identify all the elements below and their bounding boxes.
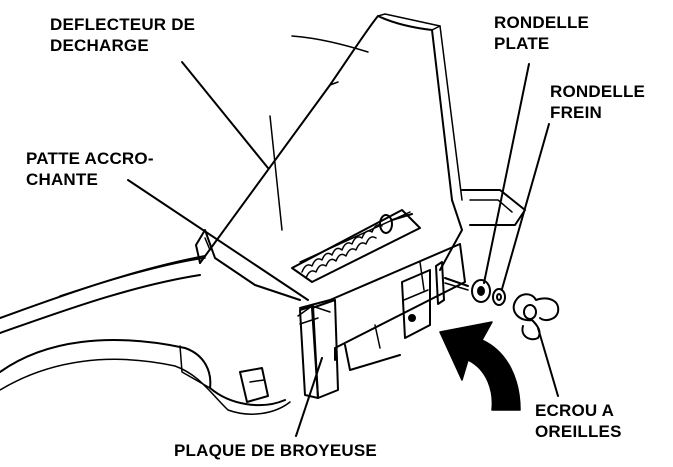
wing-nut-icon xyxy=(512,293,560,341)
leader-lines xyxy=(127,61,559,437)
label-patte-line2: CHANTE xyxy=(26,170,99,189)
flat-washer-icon xyxy=(471,279,491,303)
label-patte-accrochante: PATTE ACCRO- CHANTE xyxy=(26,148,154,190)
label-rondelle-plate-line2: PLATE xyxy=(494,34,550,53)
label-ecrou-line2: OREILLES xyxy=(535,422,622,441)
label-rondelle-plate-line1: RONDELLE xyxy=(494,13,590,32)
lock-washer-icon xyxy=(492,288,506,306)
label-rondelle-plate: RONDELLE PLATE xyxy=(494,12,589,54)
mulching-plate-icon xyxy=(297,261,469,399)
label-rondelle-frein-line1: RONDELLE xyxy=(550,82,646,101)
label-rondelle-frein: RONDELLE FREIN xyxy=(550,81,645,123)
chute-housing xyxy=(299,243,466,371)
label-deflecteur-de-decharge: DEFLECTEUR DE DECHARGE xyxy=(50,14,195,56)
direction-arrow-icon xyxy=(439,321,521,411)
label-deflecteur-line2: DECHARGE xyxy=(50,36,149,55)
hinge-spring-icon xyxy=(291,209,421,283)
label-plaque-de-broyeuse: PLAQUE DE BROYEUSE xyxy=(174,440,377,461)
label-rondelle-frein-line2: FREIN xyxy=(550,103,602,122)
label-ecrou-line1: ECROU A xyxy=(535,401,615,420)
label-plaque-line1: PLAQUE DE BROYEUSE xyxy=(174,441,377,460)
mower-deck xyxy=(0,35,369,415)
label-patte-line1: PATTE ACCRO- xyxy=(26,149,154,168)
label-ecrou-a-oreilles: ECROU A OREILLES xyxy=(535,400,622,442)
label-deflecteur-line1: DEFLECTEUR DE xyxy=(50,15,196,34)
